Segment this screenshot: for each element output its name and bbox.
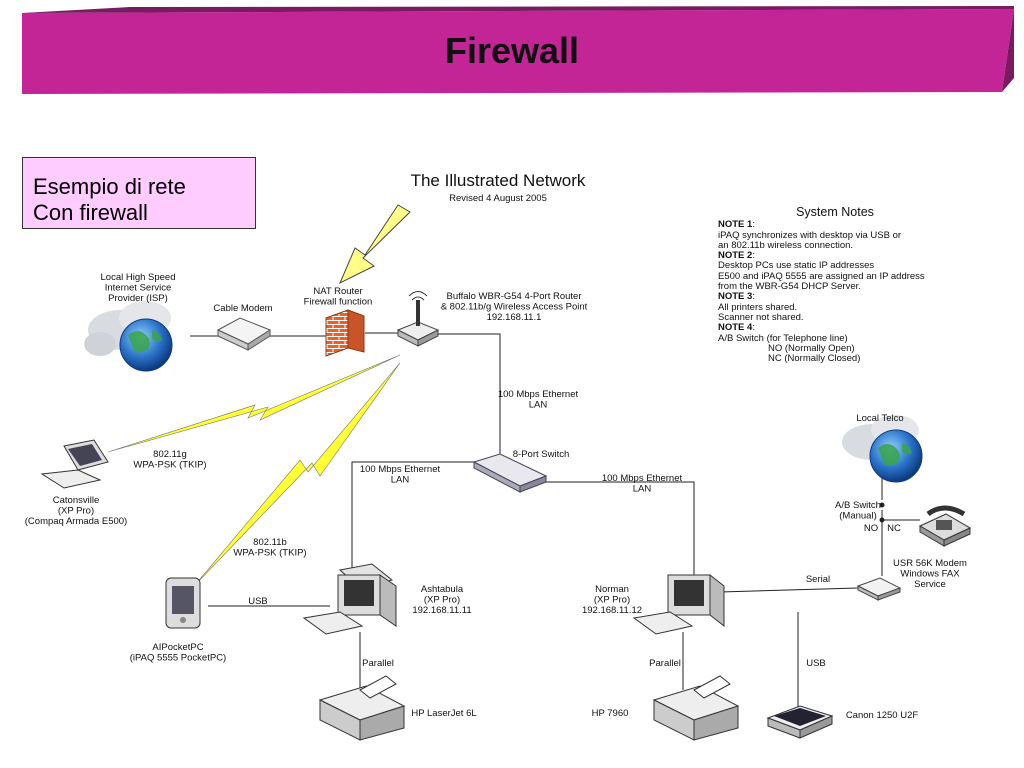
label-cable-modem: Cable Modem xyxy=(213,303,272,314)
note-heading: NOTE 1: xyxy=(718,219,755,231)
label-pocketpc: AIPocketPC(iPAQ 5555 PocketPC) xyxy=(130,642,226,664)
diagram-title: The Illustrated Network xyxy=(411,171,586,190)
label-local-telco: Local Telco xyxy=(856,413,903,424)
note-line: from the WBR-G54 DHCP Server. xyxy=(718,281,861,293)
label-hp7960: HP 7960 xyxy=(592,708,629,719)
system-notes: System Notes NOTE 1:iPAQ synchronizes wi… xyxy=(718,206,978,365)
label-usb-left: USB xyxy=(248,596,268,607)
label-switch: 8-Port Switch xyxy=(513,449,570,460)
ab-switch-icon xyxy=(879,502,885,523)
example-caption: Esempio di rete Con firewall xyxy=(22,157,256,229)
note-heading: NOTE 2: xyxy=(718,250,755,262)
laptop-icon xyxy=(40,439,109,489)
wireless-link-b-icon xyxy=(194,362,401,586)
note-line: an 802.11b wireless connection. xyxy=(718,239,854,251)
arrow-pointer-icon xyxy=(339,204,411,285)
ashtabula-pc-icon xyxy=(302,563,397,635)
label-catonsville: Catonsville(XP Pro)(Compaq Armada E500) xyxy=(25,495,127,527)
firewall-icon xyxy=(325,309,365,357)
note-line: iPAQ synchronizes with desktop via USB o… xyxy=(718,229,902,241)
laserjet-printer-icon xyxy=(318,675,406,741)
note-line: E500 and iPAQ 5555 are assigned an IP ad… xyxy=(718,270,925,282)
fax-modem-icon xyxy=(856,577,902,601)
label-nc: NC xyxy=(887,523,901,534)
note-line: NC (Normally Closed) xyxy=(768,353,861,365)
ethernet-switch-icon xyxy=(472,453,548,493)
wireless-router-icon xyxy=(396,291,440,347)
label-ashtabula: Ashtabula(XP Pro)192.168.11.11 xyxy=(412,584,471,616)
label-serial: Serial xyxy=(806,574,830,585)
slide-title: Firewall xyxy=(444,30,580,71)
label-usb-right: USB xyxy=(806,658,826,669)
note-heading: NOTE 3: xyxy=(718,291,755,303)
notes-title: System Notes xyxy=(796,205,874,219)
label-hp-laserjet: HP LaserJet 6L xyxy=(411,708,476,719)
note-line: Scanner not shared. xyxy=(718,311,804,323)
wireless-link-g-icon xyxy=(107,354,401,453)
telephone-icon xyxy=(918,505,972,547)
label-no: NO xyxy=(864,523,878,534)
label-ab-switch: A/B Switch(Manual) xyxy=(835,500,881,522)
title-banner xyxy=(22,6,1014,94)
diagram-subtitle: Revised 4 August 2005 xyxy=(449,193,547,204)
label-norman: Norman(XP Pro)192.168.11.12 xyxy=(582,584,642,616)
norman-pc-icon xyxy=(632,573,725,635)
label-parallel-left: Parallel xyxy=(362,658,394,669)
cable-modem-icon xyxy=(216,317,272,351)
note-line: Desktop PCs use static IP addresses xyxy=(718,260,875,272)
note-line: NO (Normally Open) xyxy=(768,342,855,354)
connection-lines xyxy=(190,332,920,712)
note-line: A/B Switch (for Telephone line) xyxy=(718,332,848,344)
label-buffalo: Buffalo WBR-G54 4-Port Router& 802.11b/g… xyxy=(441,291,588,323)
scanner-icon xyxy=(766,705,834,739)
pocketpc-icon xyxy=(165,577,201,629)
label-canon: Canon 1250 U2F xyxy=(846,710,919,721)
hp7960-printer-icon xyxy=(652,675,740,741)
note-line: All printers shared. xyxy=(718,301,798,313)
note-heading: NOTE 4: xyxy=(718,322,755,334)
label-parallel-right: Parallel xyxy=(649,658,681,669)
